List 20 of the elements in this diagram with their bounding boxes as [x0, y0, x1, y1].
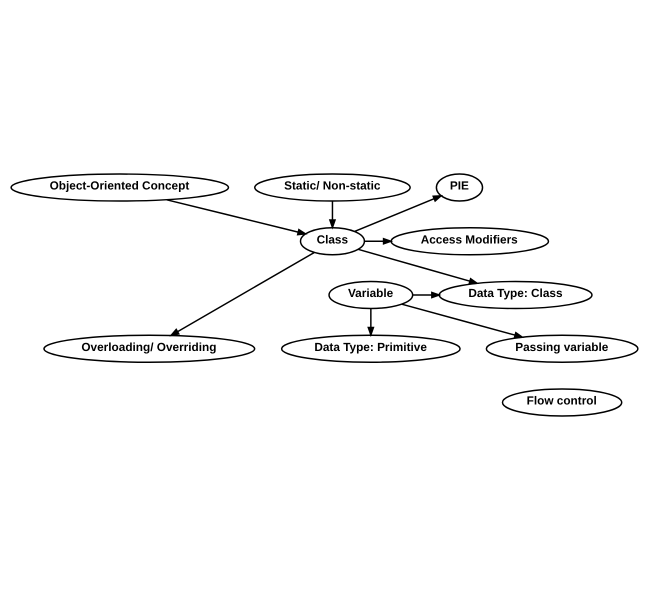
node-ellipse: Flow control — [502, 388, 622, 416]
node-ellipse: Object-Oriented Concept — [10, 172, 230, 202]
node-ellipse: PIE — [436, 172, 484, 202]
arrow — [166, 198, 308, 235]
arrow — [328, 200, 336, 230]
arrow — [364, 237, 394, 244]
arrow — [412, 290, 442, 298]
node-ellipse: Variable — [328, 280, 414, 309]
node-ellipse: Data Type: Class — [438, 280, 593, 309]
node-ellipse: Access Modifiers — [390, 226, 550, 255]
node-ellipse: Data Type: Primitive — [280, 334, 461, 362]
arrow — [169, 251, 315, 336]
node-ellipse: Overloading/ Overriding — [43, 334, 256, 362]
node-ellipse: Class — [300, 226, 366, 255]
arrow — [367, 308, 374, 337]
arrow — [354, 194, 444, 232]
arrow — [402, 302, 524, 338]
node-ellipse: Static/ Non-static — [254, 172, 411, 202]
node-ellipse: Passing variable — [486, 334, 639, 362]
arrow — [358, 248, 480, 284]
